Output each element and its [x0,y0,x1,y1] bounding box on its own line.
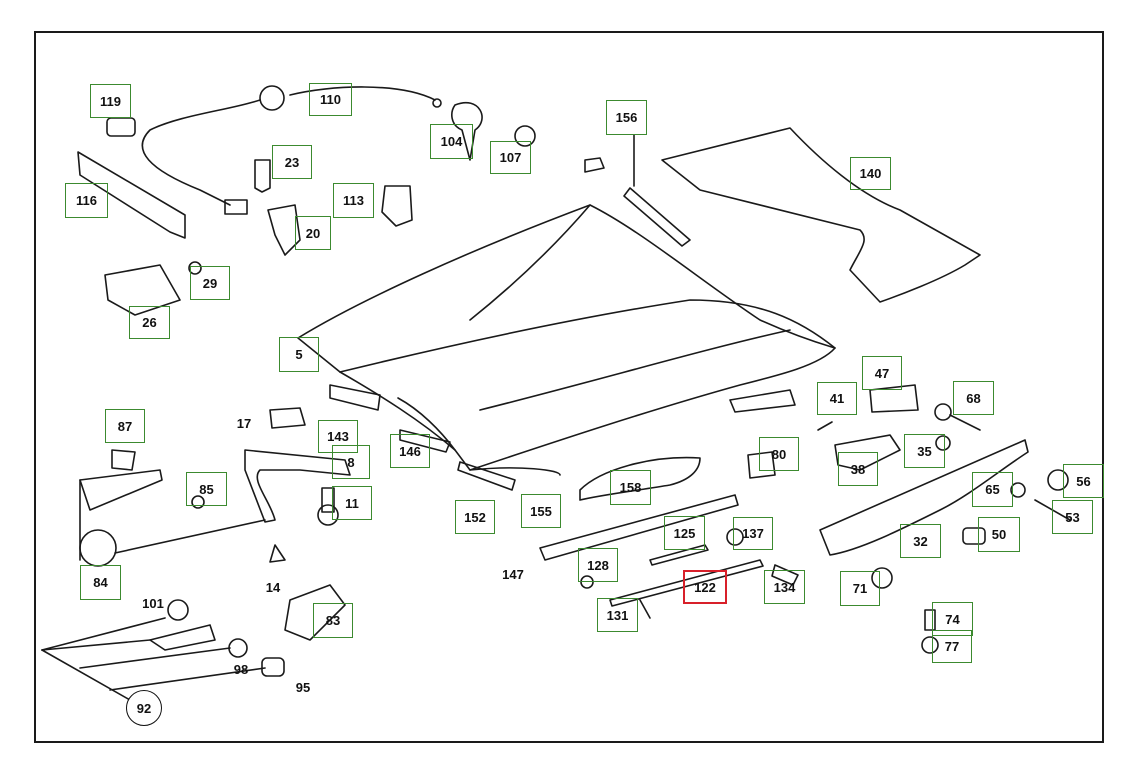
callout-113[interactable]: 113 [333,183,374,218]
callout-119[interactable]: 119 [90,84,131,118]
callout-32[interactable]: 32 [900,524,941,558]
callout-131[interactable]: 131 [597,598,638,632]
callout-155[interactable]: 155 [521,494,561,528]
callout-83[interactable]: 83 [313,603,353,638]
callout-158[interactable]: 158 [610,470,651,505]
callout-53[interactable]: 53 [1052,500,1093,534]
small-parts [41,102,1071,701]
callout-147[interactable]: 147 [502,566,524,582]
callout-98[interactable]: 98 [233,661,249,677]
callout-56[interactable]: 56 [1063,464,1104,498]
callout-107[interactable]: 107 [490,141,531,174]
callout-104[interactable]: 104 [430,124,473,159]
callout-14[interactable]: 14 [265,579,281,595]
callout-50[interactable]: 50 [978,517,1020,552]
callout-134[interactable]: 134 [764,570,805,604]
callout-143[interactable]: 143 [318,420,358,453]
callout-146[interactable]: 146 [390,434,430,468]
callout-17[interactable]: 17 [236,415,252,431]
callout-87[interactable]: 87 [105,409,145,443]
release-cable [141,85,442,215]
callout-85[interactable]: 85 [186,472,227,506]
callout-128[interactable]: 128 [578,548,618,582]
callout-92[interactable]: 92 [126,690,162,726]
hood-panel [297,204,836,476]
callout-11[interactable]: 11 [332,486,372,520]
callout-23[interactable]: 23 [272,145,312,179]
insulation-mat [661,127,981,303]
callout-101[interactable]: 101 [142,595,164,611]
callout-137[interactable]: 137 [733,517,773,550]
callout-140[interactable]: 140 [850,157,891,190]
callout-35[interactable]: 35 [904,434,945,468]
callout-68[interactable]: 68 [953,381,994,415]
callout-26[interactable]: 26 [129,306,170,339]
callout-84[interactable]: 84 [80,565,121,600]
callout-71[interactable]: 71 [840,571,880,606]
callout-122[interactable]: 122 [683,570,727,604]
callout-38[interactable]: 38 [838,452,878,486]
callout-77[interactable]: 77 [932,630,972,663]
callout-152[interactable]: 152 [455,500,495,534]
seal-strip [584,134,691,247]
callout-125[interactable]: 125 [664,516,705,550]
callout-8[interactable]: 8 [332,445,370,479]
callout-80[interactable]: 80 [759,437,799,471]
callout-116[interactable]: 116 [65,183,108,218]
callout-156[interactable]: 156 [606,100,647,135]
callout-20[interactable]: 20 [295,216,331,250]
callout-5[interactable]: 5 [279,337,319,372]
callout-74[interactable]: 74 [932,602,973,636]
callout-110[interactable]: 110 [309,83,352,116]
callout-95[interactable]: 95 [295,679,311,695]
callout-29[interactable]: 29 [190,266,230,300]
callout-41[interactable]: 41 [817,382,857,415]
callout-65[interactable]: 65 [972,472,1013,507]
callout-47[interactable]: 47 [862,356,902,390]
